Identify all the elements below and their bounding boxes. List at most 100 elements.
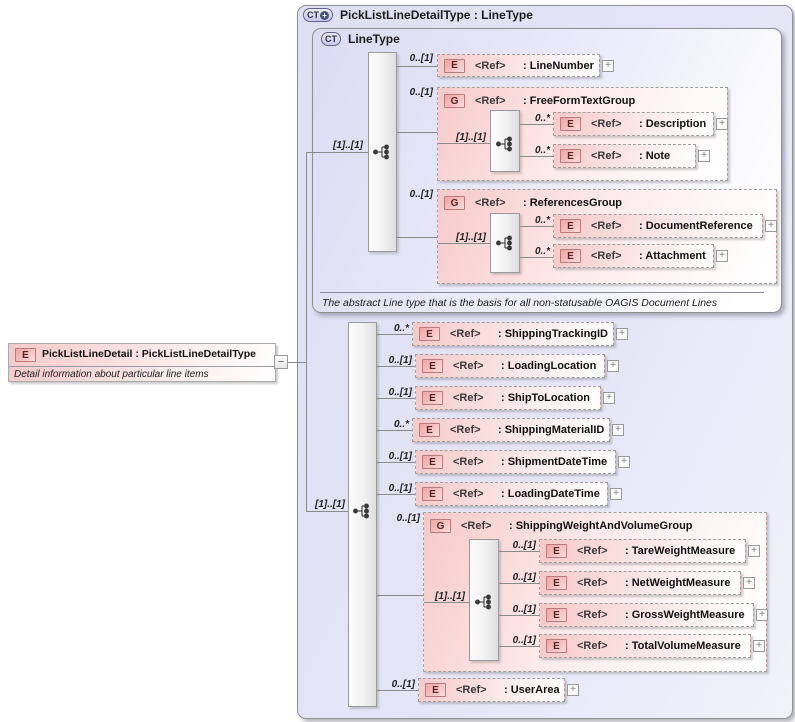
expand-button[interactable]: + bbox=[567, 684, 579, 696]
linetype-badge-label: CT bbox=[325, 34, 337, 44]
conn-document-reference bbox=[520, 226, 553, 227]
sequence-icon bbox=[496, 136, 512, 152]
group-name: : FreeFormTextGroup bbox=[523, 95, 636, 107]
cardinality-ship-to-location: 0..[1] bbox=[388, 387, 412, 398]
group-shippingweightandvolumegroup[interactable]: G <Ref> : ShippingWeightAndVolumeGroup [… bbox=[423, 512, 768, 672]
element-total-volume-measure[interactable]: E <Ref> : TotalVolumeMeasure + bbox=[539, 634, 765, 658]
element-line-number[interactable]: E <Ref> : LineNumber + bbox=[437, 54, 614, 77]
element-name: : ShipToLocation bbox=[501, 392, 591, 404]
expand-button[interactable]: + bbox=[756, 609, 768, 621]
element-name: : ShippingTrackingID bbox=[498, 328, 609, 340]
group-badge-icon: G bbox=[444, 196, 465, 210]
expand-button[interactable]: + bbox=[603, 392, 615, 404]
cardinality-loading-location: 0..[1] bbox=[388, 355, 412, 366]
element-shipping-tracking-id[interactable]: E <Ref> : ShippingTrackingID + bbox=[412, 322, 628, 346]
cardinality-weight-volume-group: 0..[1] bbox=[396, 513, 420, 524]
element-badge-icon: E bbox=[560, 117, 581, 131]
conn-shipping-tracking-id bbox=[377, 334, 412, 335]
expand-button[interactable]: + bbox=[716, 118, 728, 130]
expand-button[interactable]: + bbox=[765, 220, 777, 232]
element-net-weight-measure[interactable]: E <Ref> : NetWeightMeasure + bbox=[539, 571, 755, 595]
cardinality-note: 0..* bbox=[534, 145, 550, 156]
element-attachment[interactable]: E <Ref> : Attachment + bbox=[553, 244, 728, 268]
ref-label: <Ref> bbox=[591, 150, 622, 162]
element-name: : LineNumber bbox=[523, 59, 594, 72]
element-shipping-material-id[interactable]: E <Ref> : ShippingMaterialID + bbox=[412, 418, 624, 442]
expand-button[interactable]: + bbox=[602, 59, 614, 72]
element-badge-icon: E bbox=[546, 576, 567, 590]
element-loading-date-time[interactable]: E <Ref> : LoadingDateTime + bbox=[415, 482, 622, 506]
conn-gross-weight bbox=[499, 615, 539, 616]
ref-label: <Ref> bbox=[591, 250, 622, 262]
root-annotation: Detail information about particular line… bbox=[14, 369, 209, 380]
expand-button[interactable]: + bbox=[612, 424, 624, 436]
element-badge-icon: E bbox=[560, 219, 581, 233]
ref-label: <Ref> bbox=[591, 118, 622, 130]
root-element-title: PickListLineDetail : PickListLineDetailT… bbox=[42, 348, 256, 360]
element-shipment-date-time[interactable]: E <Ref> : ShipmentDateTime + bbox=[415, 450, 630, 474]
ref-label: <Ref> bbox=[453, 456, 484, 468]
element-badge-icon: E bbox=[560, 249, 581, 263]
ref-label: <Ref> bbox=[475, 59, 506, 72]
linetype-trunk-cardinality: [1]..[1] bbox=[333, 140, 363, 151]
expand-button[interactable]: + bbox=[610, 488, 622, 500]
linetype-header: CT LineType bbox=[321, 32, 400, 46]
group-header: G <Ref> : ReferencesGroup bbox=[444, 196, 622, 210]
cardinality-shipment-date-time: 0..[1] bbox=[388, 451, 412, 462]
group-name: : ShippingWeightAndVolumeGroup bbox=[509, 520, 693, 532]
element-name: : UserArea bbox=[504, 684, 560, 696]
element-name: : ShippingMaterialID bbox=[498, 424, 605, 436]
conn-loading-date-time bbox=[377, 494, 415, 495]
element-gross-weight-measure[interactable]: E <Ref> : GrossWeightMeasure + bbox=[539, 603, 768, 627]
element-badge-icon: E bbox=[419, 423, 440, 437]
body-trunk-line bbox=[306, 511, 348, 512]
element-badge-icon: E bbox=[15, 348, 36, 362]
element-name: : ShipmentDateTime bbox=[501, 456, 608, 468]
body-trunk-cardinality: [1]..[1] bbox=[315, 499, 345, 510]
collapse-button[interactable]: − bbox=[274, 355, 288, 369]
element-note[interactable]: E <Ref> : Note + bbox=[553, 144, 710, 168]
element-description[interactable]: E <Ref> : Description + bbox=[553, 112, 728, 136]
ref-label: <Ref> bbox=[475, 95, 506, 107]
ref-label: <Ref> bbox=[453, 392, 484, 404]
element-name: : LoadingDateTime bbox=[501, 488, 600, 500]
expand-button[interactable]: + bbox=[748, 545, 760, 557]
expand-button[interactable]: + bbox=[618, 456, 630, 468]
group-trunk-line bbox=[424, 602, 469, 603]
group-badge-icon: G bbox=[430, 519, 451, 533]
element-loading-location[interactable]: E <Ref> : LoadingLocation + bbox=[415, 354, 619, 378]
element-user-area[interactable]: E <Ref> : UserArea + bbox=[418, 678, 579, 702]
group-freeformtextgroup[interactable]: G <Ref> : FreeFormTextGroup [1]..[1] 0..… bbox=[437, 87, 728, 181]
expand-button[interactable]: + bbox=[698, 150, 710, 162]
element-ship-to-location[interactable]: E <Ref> : ShipToLocation + bbox=[415, 386, 615, 410]
linetype-title: LineType bbox=[348, 32, 400, 46]
element-name: : Note bbox=[639, 150, 671, 162]
ref-label: <Ref> bbox=[453, 360, 484, 372]
ref-label: <Ref> bbox=[450, 424, 481, 436]
conn-user-area bbox=[377, 690, 418, 691]
expand-button[interactable]: + bbox=[616, 328, 628, 340]
conn-net-weight bbox=[499, 583, 539, 584]
expand-button[interactable]: + bbox=[743, 577, 755, 589]
sequence-icon bbox=[475, 594, 491, 610]
element-name: : Description bbox=[639, 118, 707, 130]
ref-label: <Ref> bbox=[577, 609, 608, 621]
element-badge-icon: E bbox=[546, 639, 567, 653]
cardinality-user-area: 0..[1] bbox=[391, 679, 415, 690]
conn-tare-weight bbox=[499, 551, 539, 552]
expand-button[interactable]: + bbox=[753, 640, 765, 652]
cardinality-total-volume: 0..[1] bbox=[512, 635, 536, 646]
expand-button[interactable]: + bbox=[716, 250, 728, 262]
element-badge-icon: E bbox=[419, 327, 440, 341]
conn-references-group bbox=[397, 237, 437, 238]
root-element-box[interactable]: E PickListLineDetail : PickListLineDetai… bbox=[8, 343, 276, 382]
group-referencesgroup[interactable]: G <Ref> : ReferencesGroup [1]..[1] 0..* … bbox=[437, 189, 777, 284]
element-document-reference[interactable]: E <Ref> : DocumentReference + bbox=[553, 214, 777, 238]
cardinality-gross-weight: 0..[1] bbox=[512, 604, 536, 615]
element-tare-weight-measure[interactable]: E <Ref> : TareWeightMeasure + bbox=[539, 539, 760, 563]
complex-type-header: CT + PickListLineDetailType : LineType bbox=[303, 8, 533, 22]
group-seq-cardinality: [1]..[1] bbox=[435, 591, 465, 602]
group-seq-cardinality: [1]..[1] bbox=[456, 232, 486, 243]
root-trunk-vline bbox=[306, 152, 307, 511]
expand-button[interactable]: + bbox=[607, 360, 619, 372]
